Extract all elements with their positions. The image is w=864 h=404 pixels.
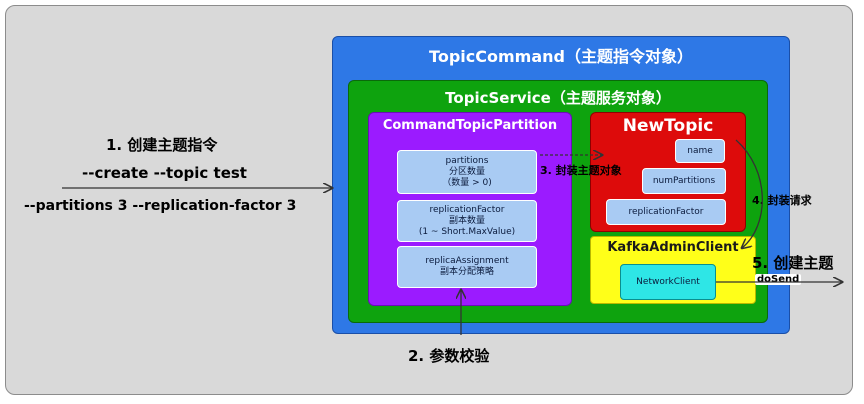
partitions-field-line: （数量 > 0)	[442, 177, 492, 188]
replica-assignment-field-line: replicaAssignment	[425, 256, 509, 266]
wrap-request-arrow	[735, 139, 763, 248]
partitions-field: partitions 分区数量 （数量 > 0)	[397, 150, 537, 194]
step5-label: 5. 创建主题	[752, 254, 834, 272]
topic-service-title: TopicService（主题服务对象）	[445, 89, 671, 107]
network-client-field: NetworkClient	[620, 264, 716, 300]
name-field: name	[675, 139, 725, 163]
replication-factor-field-line: 副本数量	[448, 215, 485, 226]
command-line-2: --partitions 3 --replication-factor 3	[24, 198, 297, 214]
replication-factor-field-line: (1 ~ Short.MaxValue)	[418, 226, 516, 237]
do-send-label: doSend	[755, 274, 802, 285]
command-line-1: --create --topic test	[82, 164, 247, 182]
replica-assignment-field-line: 副本分配策略	[439, 267, 494, 277]
new-topic-title: NewTopic	[622, 116, 714, 136]
replication-factor-field: replicationFactor 副本数量 (1 ~ Short.MaxVal…	[397, 200, 537, 242]
num-partitions-field: numPartitions	[642, 168, 726, 194]
topic-command-title: TopicCommand（主题指令对象）	[429, 47, 693, 66]
step4-label: 4. 封装请求	[752, 194, 812, 207]
step3-label: 3. 封装主题对象	[540, 164, 622, 177]
replication-factor-field-line: replicationFactor	[429, 204, 505, 215]
kafka-admin-client-title: KafkaAdminClient	[607, 240, 739, 255]
partitions-field-line: partitions	[445, 155, 489, 166]
step1-label: 1. 创建主题指令	[106, 136, 218, 154]
step2-label: 2. 参数校验	[408, 347, 490, 365]
replication-factor-topic-field: replicationFactor	[606, 199, 726, 225]
replica-assignment-field: replicaAssignment 副本分配策略	[397, 246, 537, 288]
command-topic-partition-title: CommandTopicPartition	[382, 118, 558, 133]
partitions-field-line: 分区数量	[448, 166, 485, 177]
